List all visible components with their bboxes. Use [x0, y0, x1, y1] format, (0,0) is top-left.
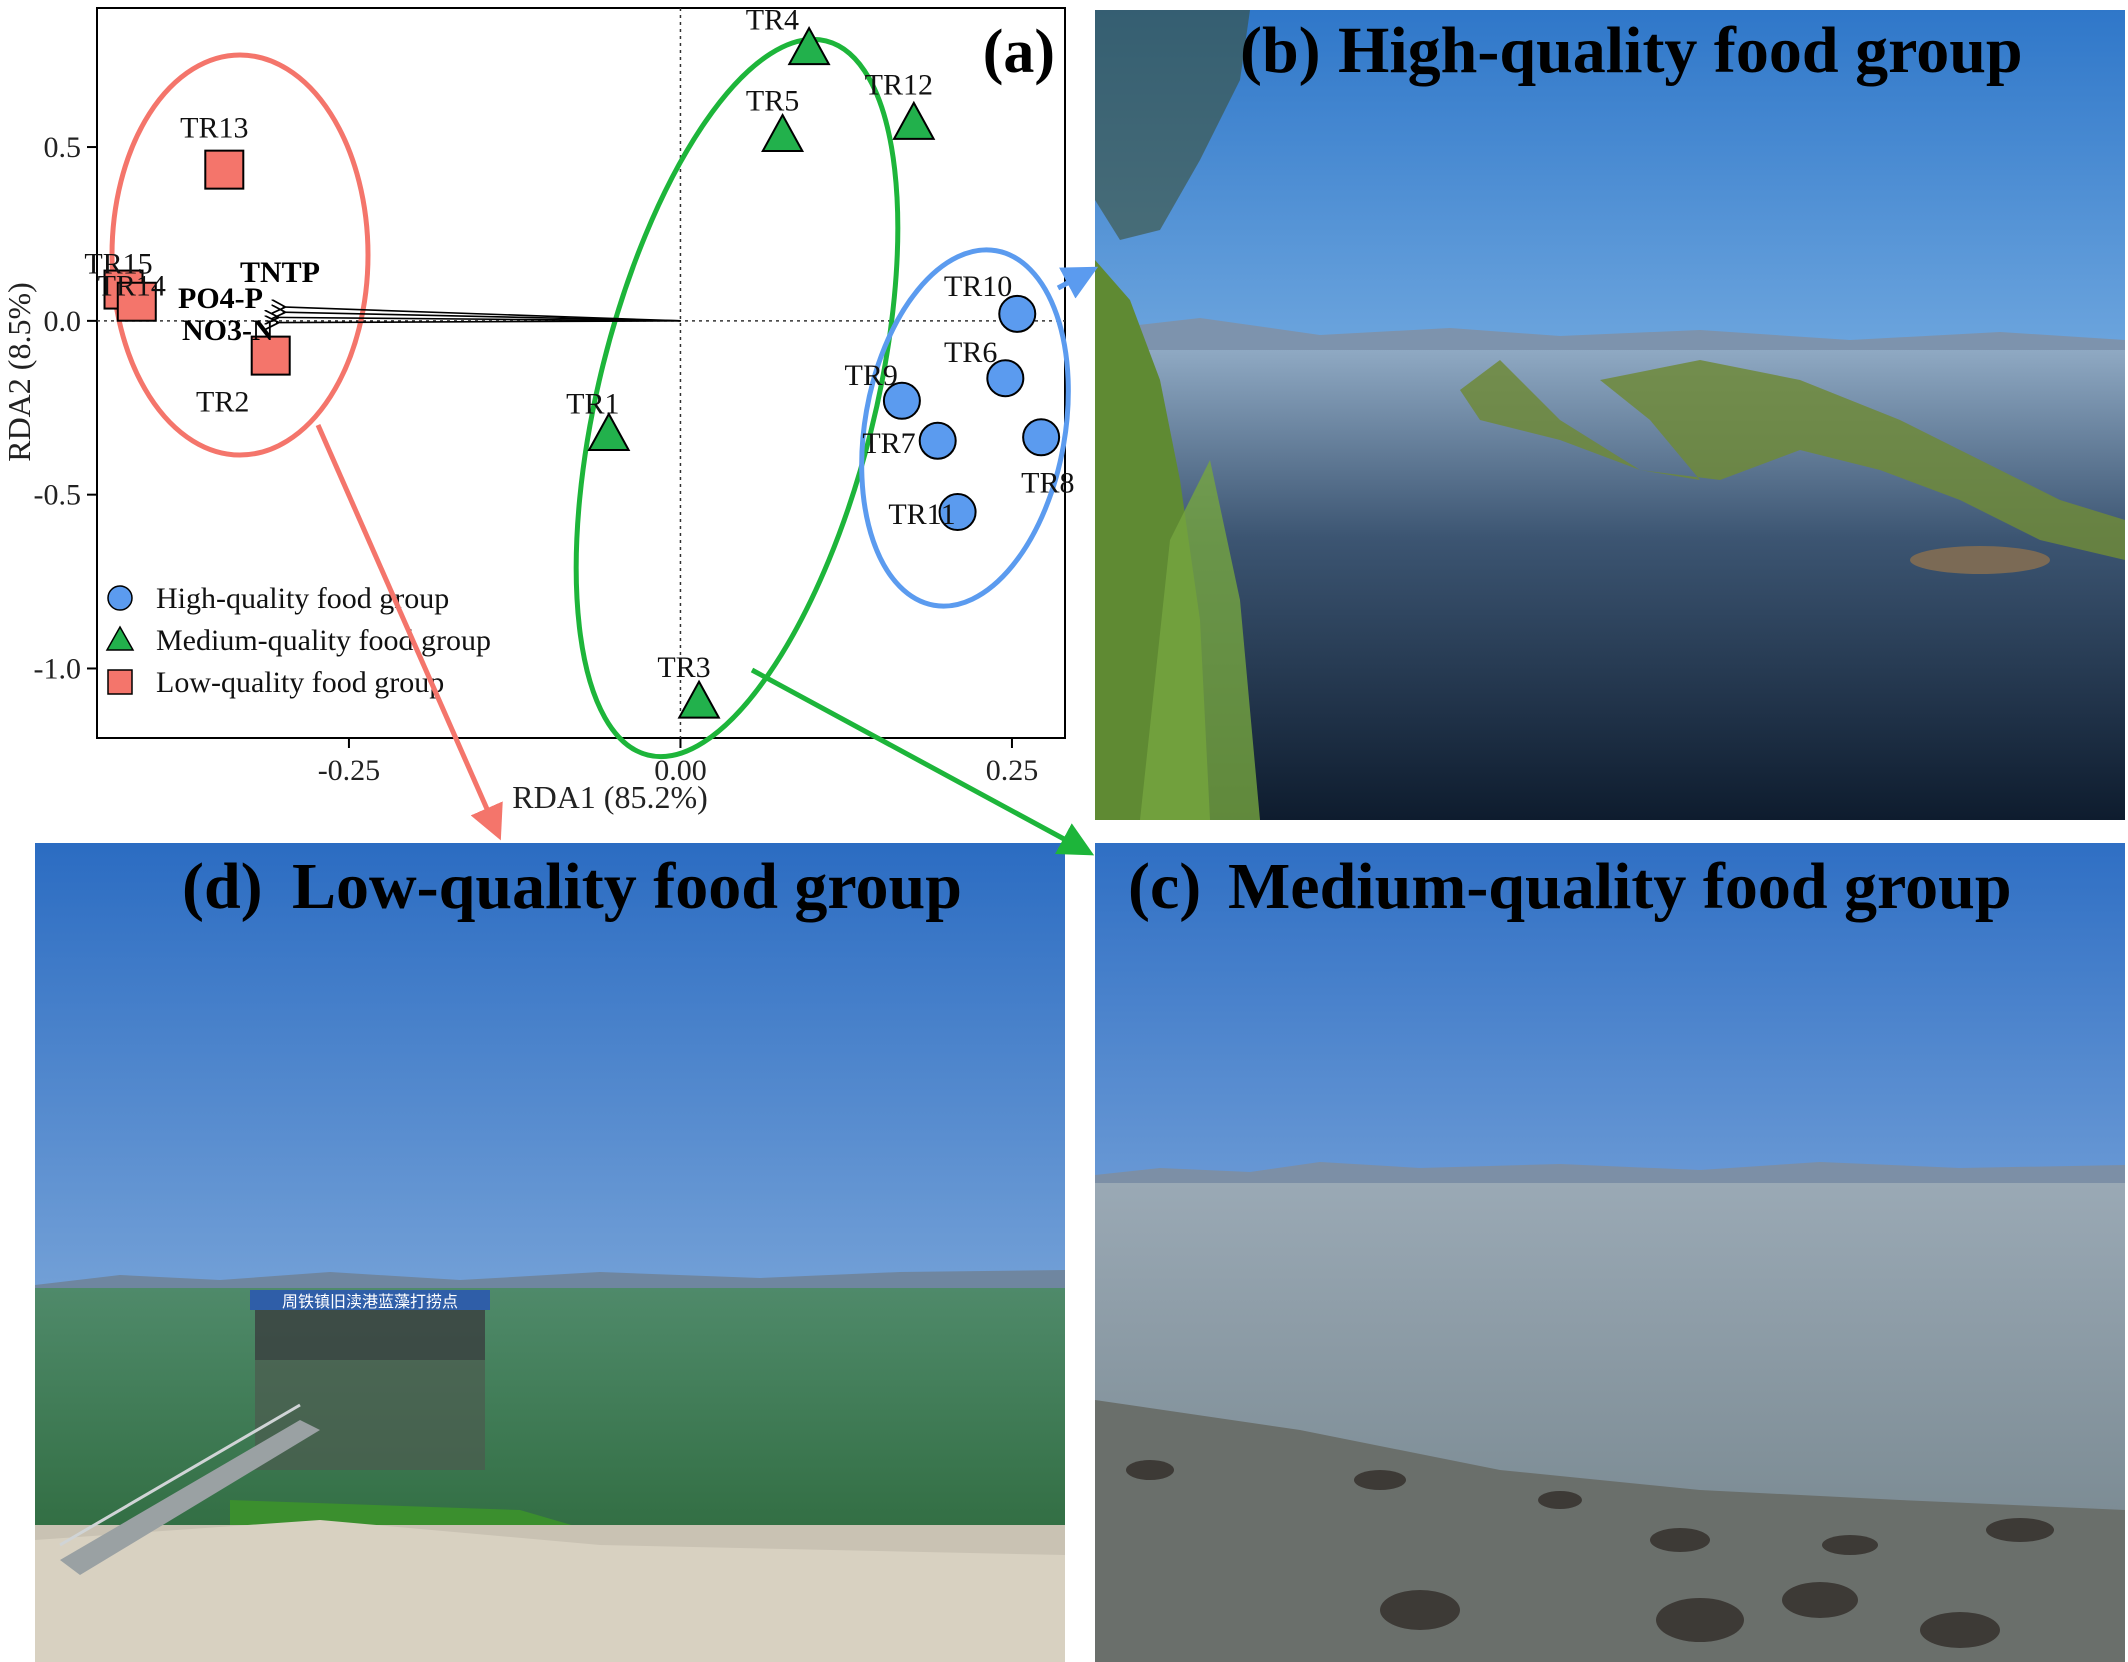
x-tick-label: 0.25	[986, 754, 1039, 787]
arrow-to-low-panel	[315, 423, 503, 841]
point-tr9	[882, 381, 921, 420]
legend-marker-0	[107, 585, 133, 611]
arrow-to-medium-panel	[750, 667, 1095, 856]
env-label-tntp: TNTP	[240, 256, 320, 289]
legend-label-2: Low-quality food group	[156, 666, 444, 699]
sign-board	[250, 1290, 490, 1310]
point-label-tr9: TR9	[845, 359, 898, 392]
point-label-tr7: TR7	[862, 427, 915, 460]
point-tr12	[892, 100, 936, 140]
environmental-vectors	[276, 307, 681, 323]
point-label-tr6: TR6	[944, 336, 997, 369]
y-tick-label: -1.0	[34, 652, 82, 685]
point-tr13	[204, 149, 245, 190]
env-vector-tn	[283, 307, 681, 322]
env-vector-tp	[283, 312, 681, 322]
sign-text: 周铁镇旧渎港蓝藻打捞点	[282, 1292, 458, 1311]
y-tick-label: 0.0	[44, 305, 82, 338]
legend-marker-2	[107, 669, 133, 695]
point-tr5	[761, 112, 805, 153]
point-label-tr10: TR10	[944, 270, 1012, 303]
legend-label-0: High-quality food group	[156, 582, 449, 615]
point-label-tr3: TR3	[657, 651, 710, 684]
point-label-tr15: TR15	[84, 248, 152, 281]
env-label-po4p: PO4-P	[178, 282, 263, 315]
ellipse-medium-quality	[573, 36, 901, 760]
point-tr10	[998, 294, 1037, 333]
point-label-tr1: TR1	[566, 388, 619, 421]
photo-low-quality: 周铁镇旧渎港蓝藻打捞点	[35, 843, 1065, 1662]
ellipse-low-quality	[109, 52, 371, 458]
point-tr6	[986, 359, 1025, 398]
y-axis-label: RDA2 (8.5%)	[1, 282, 37, 462]
panel-d-title: Low-quality food group	[292, 850, 962, 923]
x-axis-label: RDA1 (85.2%)	[512, 779, 708, 815]
point-tr7	[918, 421, 957, 460]
panel-d-label: (d)	[182, 850, 263, 923]
env-label-no3n: NO3-N	[182, 314, 274, 347]
y-tick-label: -0.5	[34, 479, 82, 512]
point-label-tr5: TR5	[746, 85, 799, 118]
ellipse-high-quality	[859, 247, 1071, 609]
panel-b-title: High-quality food group	[1338, 14, 2023, 87]
panel-c-title: Medium-quality food group	[1228, 850, 2012, 923]
point-tr1	[587, 411, 631, 451]
point-label-tr11: TR11	[888, 498, 955, 531]
point-label-tr2: TR2	[196, 386, 249, 419]
point-tr2	[250, 335, 291, 376]
point-label-tr8: TR8	[1021, 466, 1074, 499]
point-tr11	[938, 493, 977, 532]
panel-a-label: (a)	[983, 18, 1055, 86]
point-label-tr12: TR12	[865, 68, 933, 101]
point-tr3	[677, 679, 721, 719]
env-vector-no3-n	[276, 321, 681, 323]
point-label-tr13: TR13	[180, 112, 248, 145]
group-ellipses	[109, 36, 1071, 760]
point-label-tr14: TR14	[98, 270, 166, 303]
panel-b-label: (b)	[1240, 14, 1321, 87]
point-label-tr4: TR4	[746, 4, 799, 37]
axis-ticks: -0.25 0.00 0.25 0.5 0.0 -0.5 -1.0	[34, 131, 1039, 787]
y-tick-label: 0.5	[44, 131, 82, 164]
arrow-to-high-panel	[1056, 266, 1099, 299]
point-tr8	[1022, 418, 1061, 457]
point-tr14	[116, 281, 157, 322]
photo-medium-quality	[1095, 843, 2125, 1662]
legend-marker-1	[105, 625, 135, 651]
x-tick-label: 0.00	[654, 754, 707, 787]
panel-c-label: (c)	[1128, 850, 1201, 923]
x-tick-label: -0.25	[318, 754, 381, 787]
env-vector-po4-p	[276, 317, 681, 320]
photo-high-quality	[1095, 10, 2125, 820]
point-tr4	[787, 26, 831, 66]
legend-label-1: Medium-quality food group	[156, 624, 491, 657]
